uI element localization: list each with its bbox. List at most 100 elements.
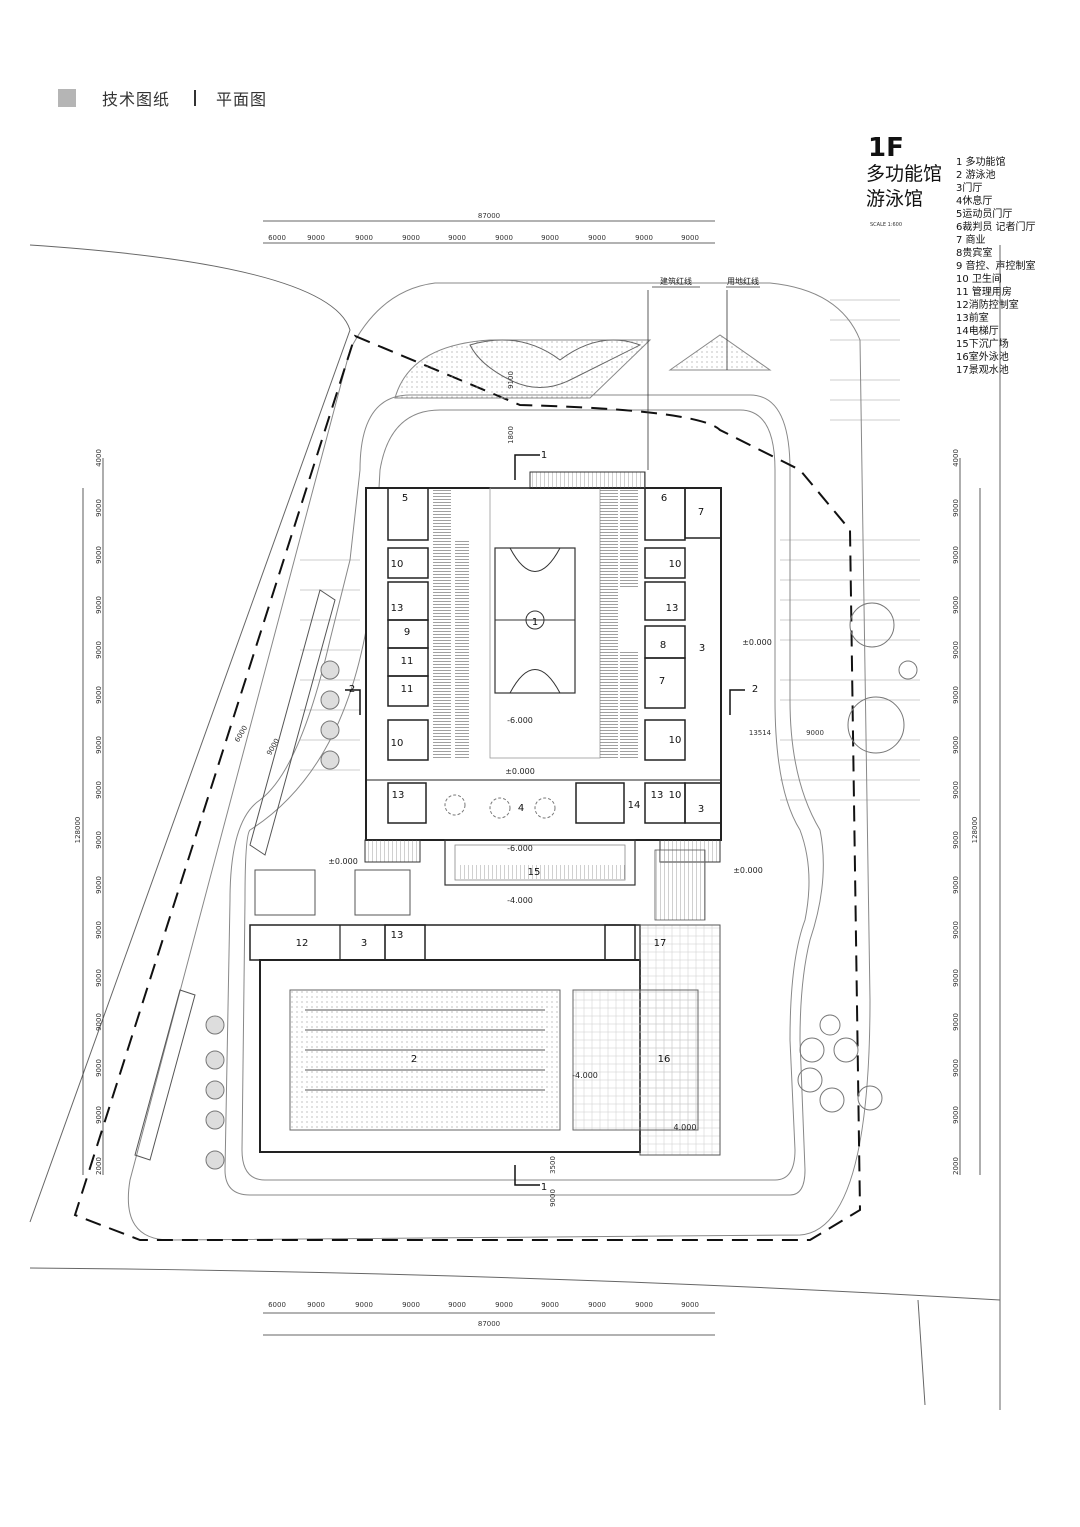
room-label-3: 3 (361, 938, 367, 949)
right-dim-segment: 9000 (952, 596, 960, 614)
room-label-9: 9 (404, 627, 410, 638)
left-dim-segment: 9000 (95, 876, 103, 894)
legend-item: 15下沉广场 (956, 339, 1009, 350)
legend-item: 13前室 (956, 313, 989, 324)
bottom-dim-segment: 9000 (495, 1301, 513, 1309)
dimension-lines (82, 220, 981, 1336)
bottom-dim-segment: 6000 (268, 1301, 286, 1309)
dim-1800: 1800 (507, 426, 515, 444)
room-label-14: 14 (628, 800, 641, 811)
room-label-1: 1 (532, 617, 538, 628)
header-square-icon (58, 89, 76, 107)
room-label-2: 2 (411, 1054, 417, 1065)
room-label-10: 10 (669, 559, 682, 570)
road-lines (29, 244, 1001, 1410)
header-page: 平面图 (216, 90, 268, 109)
floor-label: 1F (868, 133, 904, 163)
left-dim-segment: 2000 (95, 1157, 103, 1175)
right-dim-segment: 4000 (952, 449, 960, 467)
top-dim-segment: 9000 (588, 234, 606, 242)
room-label-7: 7 (659, 676, 665, 687)
legend-item: 8贵宾室 (956, 248, 993, 259)
left-dim-total: 128000 (74, 817, 82, 844)
left-dim-segment: 9000 (95, 1013, 103, 1031)
room-label-5: 5 (402, 493, 408, 504)
legend-item: 6裁判员 记者门厅 (956, 222, 1036, 233)
section-mark-1-top: 1 (541, 450, 547, 461)
room-label-13: 13 (391, 603, 404, 614)
right-dim-segment: 9000 (952, 1106, 960, 1124)
elevation-label: -4.000 (572, 1071, 598, 1080)
left-dim-segment: 9000 (95, 1059, 103, 1077)
bottom-dim-segment: 9000 (541, 1301, 559, 1309)
sports-hall-block (364, 471, 722, 863)
room-label-10: 10 (669, 735, 682, 746)
dim-9000: 9000 (806, 729, 824, 737)
top-dim-segment: 9000 (355, 234, 373, 242)
right-dim-segment: 9000 (952, 1013, 960, 1031)
legend-item: 16室外泳池 (956, 352, 1009, 363)
legend-item: 7 商业 (956, 235, 986, 246)
top-dim-segment: 9000 (307, 234, 325, 242)
room-label-10: 10 (391, 559, 404, 570)
elevation-label: 4.000 (674, 1123, 697, 1132)
title-line-2: 游泳馆 (866, 188, 924, 210)
bottom-dim-total: 87000 (478, 1320, 500, 1328)
left-dim-segment: 9000 (95, 596, 103, 614)
left-dim-segment: 9000 (95, 831, 103, 849)
elevation-label: -6.000 (507, 844, 533, 853)
left-dim-segment: 9000 (95, 546, 103, 564)
room-label-13: 13 (666, 603, 679, 614)
legend-item: 12消防控制室 (956, 300, 1019, 311)
elevation-label: -4.000 (507, 896, 533, 905)
right-dim-segment: 9000 (952, 736, 960, 754)
room-label-8: 8 (660, 640, 666, 651)
section-mark-2-left: 2 (349, 684, 355, 695)
dim-9000-bottom: 9000 (549, 1189, 557, 1207)
top-dim-segment: 9000 (402, 234, 420, 242)
right-dim-segment: 9000 (952, 831, 960, 849)
room-label-12: 12 (296, 938, 309, 949)
room-label-17: 17 (654, 938, 667, 949)
sunken-plaza (254, 839, 706, 921)
bottom-dim-segment: 9000 (355, 1301, 373, 1309)
top-dim-segment: 6000 (268, 234, 286, 242)
dim-9100: 9100 (507, 371, 515, 389)
road-markings (300, 299, 920, 801)
room-label-3: 3 (699, 643, 705, 654)
left-dim-segment: 9000 (95, 1106, 103, 1124)
top-dim-segment: 9000 (681, 234, 699, 242)
top-dim-segment: 9000 (635, 234, 653, 242)
legend-item: 9 音控、声控制室 (956, 261, 1036, 272)
left-ramps (134, 589, 336, 1161)
title-line-1: 多功能馆 (866, 163, 943, 185)
bottom-dim-segment: 9000 (448, 1301, 466, 1309)
elevation-label: ±0.000 (505, 767, 535, 776)
scale-label: SCALE 1:600 (870, 222, 903, 228)
bottom-dim-segment: 9000 (588, 1301, 606, 1309)
section-mark-1-bottom: 1 (541, 1182, 547, 1193)
left-dim-segment: 9000 (95, 781, 103, 799)
room-label-3: 3 (698, 804, 704, 815)
bottom-dim-segment: 9000 (681, 1301, 699, 1309)
room-label-11: 11 (401, 684, 414, 695)
legend-item: 14电梯厅 (956, 326, 999, 337)
walkway-outline (127, 282, 871, 1241)
room-label-13: 13 (391, 930, 404, 941)
left-dim-segment: 4000 (95, 449, 103, 467)
right-dim-segment: 9000 (952, 499, 960, 517)
top-dim-total: 87000 (478, 212, 500, 220)
room-label-7: 7 (698, 507, 704, 518)
elevation-label: ±0.000 (328, 857, 358, 866)
section-mark-2-right: 2 (752, 684, 758, 695)
bottom-dim-segment: 9000 (635, 1301, 653, 1309)
room-label-13: 13 (392, 790, 405, 801)
site-red-line (73, 334, 862, 1241)
right-dim-segment: 2000 (952, 1157, 960, 1175)
right-dim-segment: 9000 (952, 546, 960, 564)
right-dim-segment: 9000 (952, 921, 960, 939)
right-dim-segment: 9000 (952, 1059, 960, 1077)
landscape-top (394, 334, 772, 399)
